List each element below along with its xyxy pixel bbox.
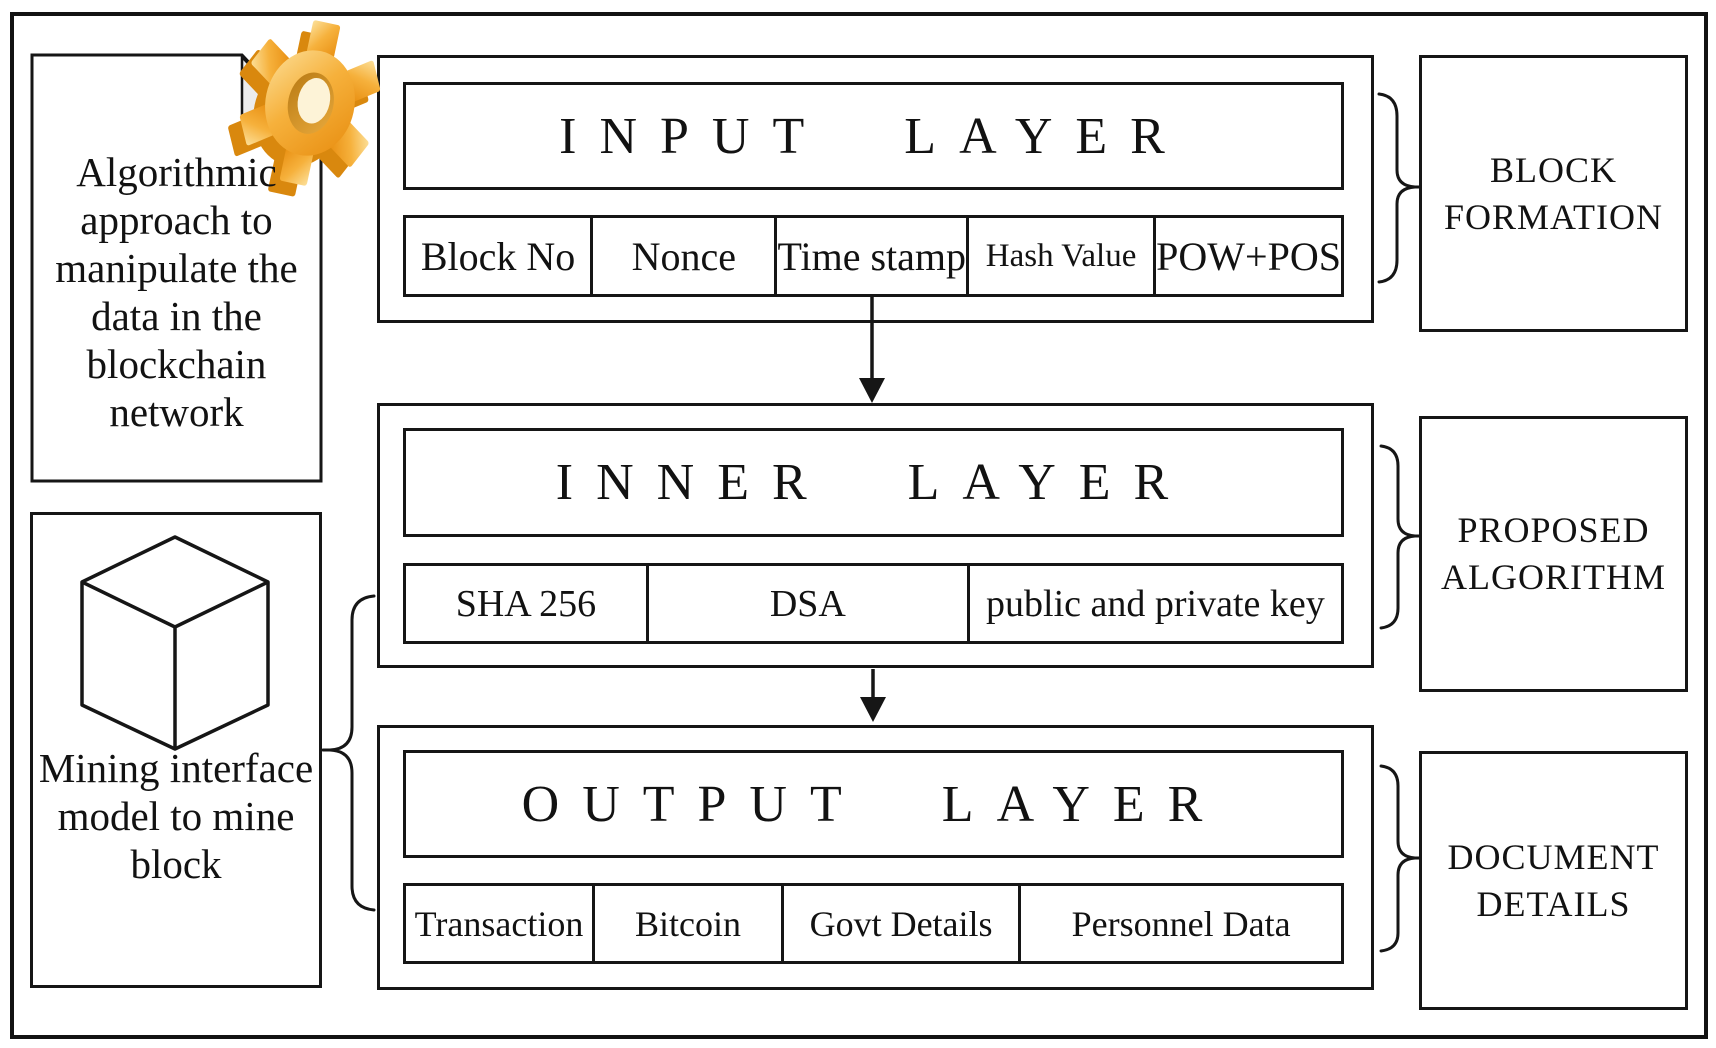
block-formation-line: FORMATION — [1443, 196, 1664, 237]
input-cell-pow-pos: POW+POS — [1156, 218, 1341, 294]
output-layer-row: Transaction Bitcoin Govt Details Personn… — [403, 883, 1344, 964]
output-cell-personnel: Personnel Data — [1021, 886, 1341, 961]
input-cell-nonce: Nonce — [593, 218, 778, 294]
inner-layer-title: INNER LAYER — [555, 454, 1192, 511]
cell-label: Transaction — [414, 903, 584, 944]
output-layer-group: OUTPUT LAYER Transaction Bitcoin Govt De… — [377, 725, 1374, 990]
inner-cell-sha256: SHA 256 — [406, 566, 649, 641]
cell-label: Block No — [420, 233, 576, 279]
inner-layer-title-box: INNER LAYER — [403, 428, 1344, 537]
input-layer-title-box: INPUT LAYER — [403, 82, 1344, 190]
mining-note-line: block — [130, 841, 222, 887]
inner-layer-group: INNER LAYER SHA 256 DSA public and priva… — [377, 403, 1374, 668]
input-cell-hash-value: Hash Value — [969, 218, 1157, 294]
block-formation-line: BLOCK — [1489, 149, 1617, 190]
cell-label: Nonce — [631, 233, 736, 279]
document-details-line: DOCUMENT — [1447, 836, 1660, 877]
algorithm-note-text: Algorithmic approach to manipulate the d… — [34, 148, 319, 436]
algorithm-note-line: network — [109, 389, 244, 435]
input-cell-time-stamp: Time stamp — [777, 218, 969, 294]
cell-label: Govt Details — [809, 903, 993, 944]
proposed-algorithm-line: ALGORITHM — [1441, 557, 1666, 597]
mining-note-text: Mining interface model to mine block — [33, 744, 319, 888]
output-cell-govt: Govt Details — [784, 886, 1022, 961]
mining-note-line: Mining interface — [38, 745, 314, 791]
cell-label: Time stamp — [777, 233, 966, 279]
algorithm-note-line: blockchain — [86, 341, 267, 387]
inner-cell-keys: public and private key — [970, 566, 1341, 641]
cell-label: Hash Value — [985, 237, 1137, 274]
cell-label: DSA — [769, 582, 846, 625]
output-cell-transaction: Transaction — [406, 886, 595, 961]
proposed-algorithm-line: PROPOSED — [1457, 510, 1650, 550]
output-layer-title-box: OUTPUT LAYER — [403, 750, 1344, 858]
inner-layer-row: SHA 256 DSA public and private key — [403, 563, 1344, 644]
input-cell-block-no: Block No — [406, 218, 594, 294]
cell-label: POW+POS — [1156, 233, 1341, 279]
block-formation-box: BLOCK FORMATION — [1419, 55, 1688, 332]
cell-label: SHA 256 — [455, 582, 597, 625]
cell-label: Bitcoin — [634, 903, 741, 944]
algorithm-note-line: approach to — [80, 197, 273, 243]
inner-cell-dsa: DSA — [649, 566, 970, 641]
document-details-line: DETAILS — [1476, 883, 1631, 924]
cell-label: Personnel Data — [1071, 903, 1291, 944]
algorithm-note-line: manipulate the — [55, 245, 298, 291]
algorithm-note-line: Algorithmic — [76, 149, 277, 195]
algorithm-note-line: data in the — [91, 293, 262, 339]
outer-frame — [10, 12, 1708, 1039]
proposed-algorithm-box: PROPOSED ALGORITHM — [1419, 416, 1688, 692]
mining-note-box: Mining interface model to mine block — [30, 512, 322, 988]
input-layer-row: Block No Nonce Time stamp Hash Value POW… — [403, 215, 1344, 297]
cell-label: public and private key — [986, 582, 1325, 625]
mining-note-line: model to mine — [57, 793, 295, 839]
input-layer-title: INPUT LAYER — [559, 107, 1188, 165]
output-cell-bitcoin: Bitcoin — [595, 886, 784, 961]
document-details-box: DOCUMENT DETAILS — [1419, 751, 1688, 1010]
output-layer-title: OUTPUT LAYER — [521, 775, 1226, 833]
input-layer-group: INPUT LAYER Block No Nonce Time stamp Ha… — [377, 55, 1374, 323]
